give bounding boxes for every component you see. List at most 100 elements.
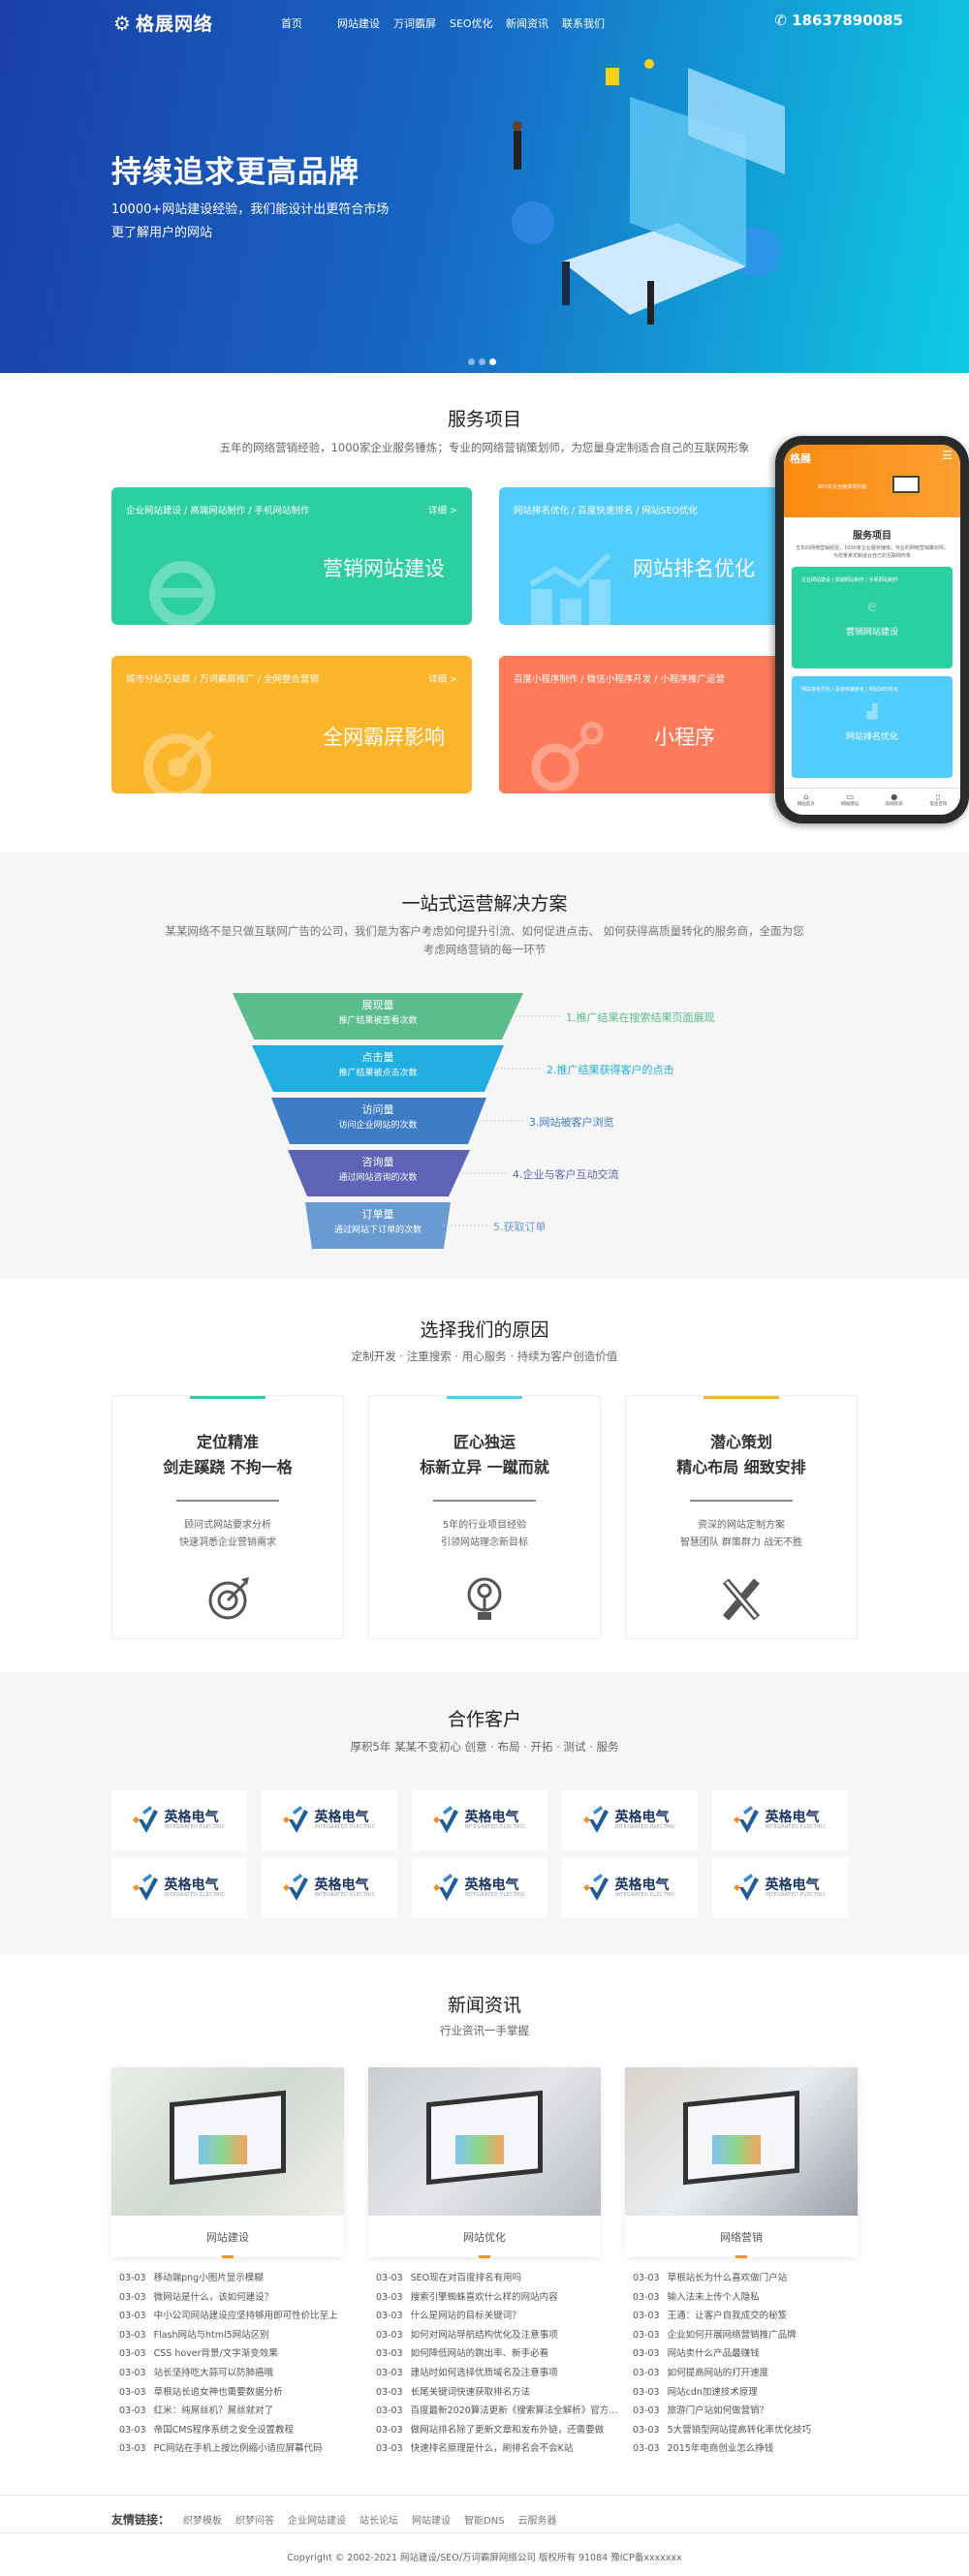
news-title-link[interactable]: 搜索引擎蜘蛛喜欢什么样的网站内容 — [410, 2291, 558, 2303]
friend-link[interactable]: 网站建设 — [412, 2516, 452, 2527]
mobile-card[interactable]: 网站排名优化 / 百度快速排名 / 网站SEO优化 ▟ 网站排名优化 — [792, 676, 953, 778]
menu-icon[interactable]: ☰ — [942, 449, 953, 462]
news-title-link[interactable]: 企业如何开展网络营销推广品牌 — [667, 2329, 797, 2341]
news-title-link[interactable]: 草根站长追女神也需要数据分析 — [153, 2386, 283, 2398]
friend-link[interactable]: 企业网站建设 — [288, 2516, 347, 2527]
service-card-website[interactable]: 企业网站建设 / 高端网站制作 / 手机网站制作详细 > 营销网站建设 — [111, 487, 472, 625]
news-title-link[interactable]: SEO现在对百度排名有用吗 — [410, 2273, 522, 2283]
news-title-link[interactable]: 2015年电商创业怎么挣钱 — [667, 2443, 774, 2455]
news-title-link[interactable]: 百度最新2020算法更新《搜索算法全解析》官方... — [410, 2405, 618, 2417]
news-title-link[interactable]: 快速排名原理是什么，刷排名会不会K站 — [410, 2443, 574, 2455]
news-title-link[interactable]: 站长坚持吃大蒜可以防肺癌哦 — [153, 2367, 274, 2378]
news-title-link[interactable]: 旅游门户站如何做营销？ — [667, 2405, 769, 2417]
news-title-link[interactable]: 中小公司网站建设应坚持够用即可性价比至上 — [153, 2311, 338, 2322]
nav-home[interactable]: 首页 — [281, 17, 302, 30]
news-title-link[interactable]: 5大营销型网站提高转化率优化技巧 — [667, 2424, 812, 2436]
news-title-link[interactable]: 王通：让客户自我成交的秘笈 — [667, 2311, 788, 2322]
news-title-link[interactable]: 如何对网站导航结构优化及注意事项 — [410, 2329, 558, 2341]
details-link[interactable]: 详细 > — [428, 506, 457, 516]
friend-link[interactable]: 智能DNS — [464, 2516, 505, 2527]
carousel-dot[interactable] — [468, 358, 475, 365]
carousel-dot-active[interactable] — [489, 358, 496, 365]
news-title-link[interactable]: 网站卖什么产品最赚钱 — [667, 2348, 760, 2360]
news-title-link[interactable]: 红米：纯屌丝机？屌丝就对了 — [153, 2405, 274, 2417]
news-category-card[interactable]: 网站建设 — [111, 2067, 344, 2258]
nav-news[interactable]: 新闻资讯 — [506, 17, 548, 30]
news-title-link[interactable]: 移动端png小图片显示模糊 — [153, 2273, 264, 2283]
friend-link[interactable]: 站长论坛 — [359, 2516, 399, 2527]
tab-home[interactable]: ⌂网站首页 — [784, 789, 828, 815]
nav-keywords[interactable]: 万词霸屏 — [393, 17, 436, 30]
tab-build[interactable]: ▭网站建设 — [828, 789, 873, 815]
friend-link[interactable]: 云服务器 — [517, 2516, 557, 2527]
news-title-link[interactable]: 输入法未上传个人隐私 — [667, 2291, 760, 2303]
nav-website-build[interactable]: 网站建设 — [337, 17, 380, 30]
details-link[interactable]: 详细 > — [428, 674, 457, 685]
news-category-card[interactable]: 网站优化 — [368, 2067, 601, 2258]
news-category-card[interactable]: 网络营销 — [625, 2067, 858, 2258]
news-title-link[interactable]: 草根站长为什么喜欢做门户站 — [667, 2273, 788, 2283]
tab-news[interactable]: ●新闻资讯 — [872, 789, 917, 815]
news-title-link[interactable]: PC网站在手机上按比例缩小适应屏幕代码 — [153, 2443, 323, 2455]
news-title-link[interactable]: 什么是网站的目标关键词？ — [410, 2311, 521, 2322]
news-title-link[interactable]: 做网站排名除了更新文章和发布外链，还需要做 — [410, 2424, 605, 2436]
news-title-link[interactable]: 如何提高网站的打开速度 — [667, 2367, 769, 2378]
friend-link[interactable]: 织梦模板 — [183, 2516, 223, 2527]
news-title-link[interactable]: 建站时如何选择优质域名及注意事项 — [410, 2367, 558, 2378]
tab-call[interactable]: ▯电话咨询 — [917, 789, 961, 815]
mobile-card[interactable]: 企业网站建设 / 高端网站制作 / 手机网站制作 e 营销网站建设 — [792, 567, 953, 668]
news-title-link[interactable]: CSS hover背景/文字渐变效果 — [153, 2348, 278, 2360]
news-title-link[interactable]: 如何降低网站的跳出率、新手必看 — [410, 2348, 549, 2360]
news-title-link[interactable]: 微网站是什么，该如何建设？ — [153, 2291, 274, 2303]
nav-contact[interactable]: 联系我们 — [562, 17, 605, 30]
news-title-link[interactable]: 帝国CMS程序系统之安全设置教程 — [153, 2424, 294, 2436]
logo[interactable]: ⚙ 格展网络 — [113, 10, 213, 36]
news-title-link[interactable]: 长尾关键词快速获取排名方法 — [410, 2386, 531, 2398]
news-title-link[interactable]: Flash网站与html5网站区别 — [153, 2329, 269, 2341]
news-title-link[interactable]: 网站cdn加速技术原理 — [667, 2386, 758, 2398]
carousel-dot[interactable] — [479, 358, 485, 365]
service-card-marketing[interactable]: 城市分站万站群 / 万词霸屏推广 / 全网整合营销详细 > 全网霸屏影响 — [111, 656, 472, 793]
nav-seo[interactable]: SEO优化 — [450, 17, 493, 30]
